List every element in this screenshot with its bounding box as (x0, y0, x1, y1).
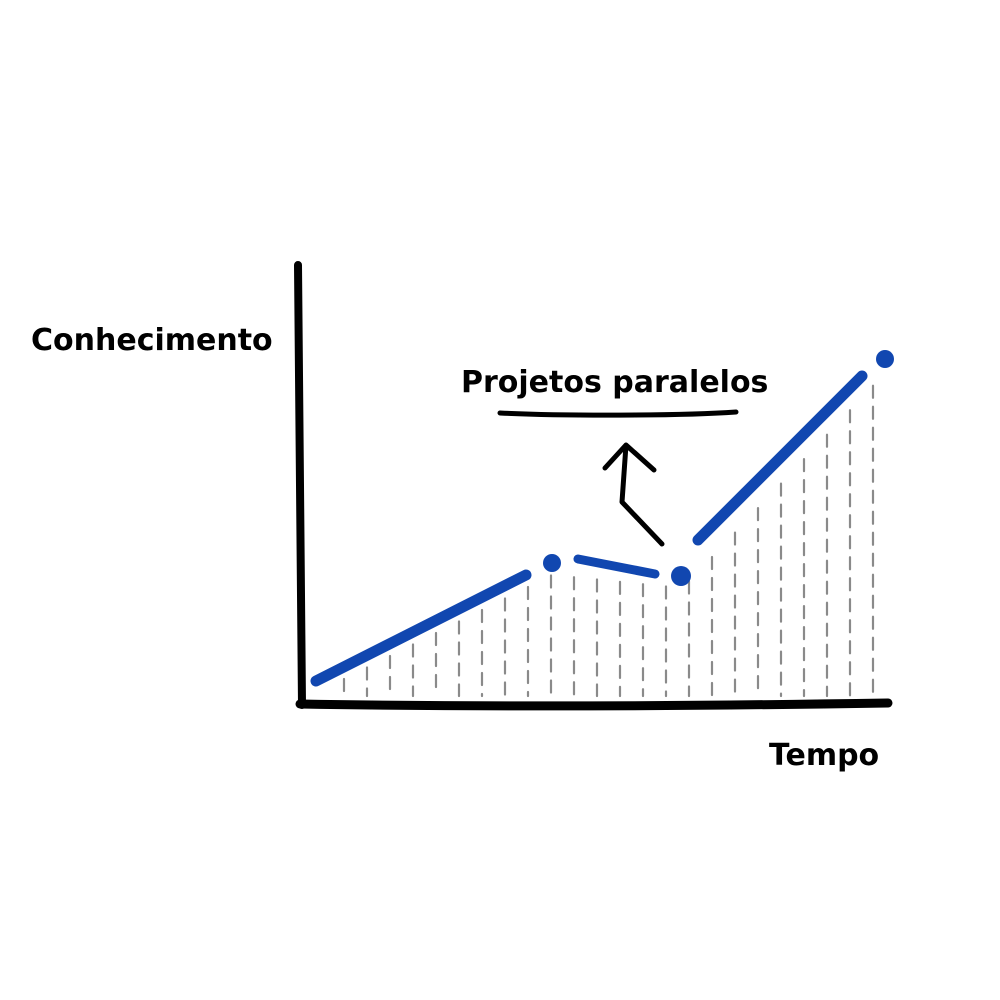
curve-segment-accelerated (692, 370, 868, 546)
curve-point-peak (543, 554, 561, 572)
curve-segment-dip (573, 554, 660, 579)
x-axis-label: Tempo (769, 738, 879, 773)
annotation-arrow (602, 442, 665, 547)
annotation-underline (497, 409, 739, 418)
curve-point-low (671, 566, 691, 586)
knowledge-curve (310, 350, 894, 687)
curve-segment-growth (310, 569, 532, 687)
x-axis (295, 698, 893, 711)
y-axis-label: Conhecimento (31, 323, 273, 358)
y-axis (294, 261, 306, 709)
curve-point-end (876, 350, 894, 368)
annotation-label: Projetos paralelos (461, 365, 768, 400)
area-hatching (342, 384, 875, 698)
